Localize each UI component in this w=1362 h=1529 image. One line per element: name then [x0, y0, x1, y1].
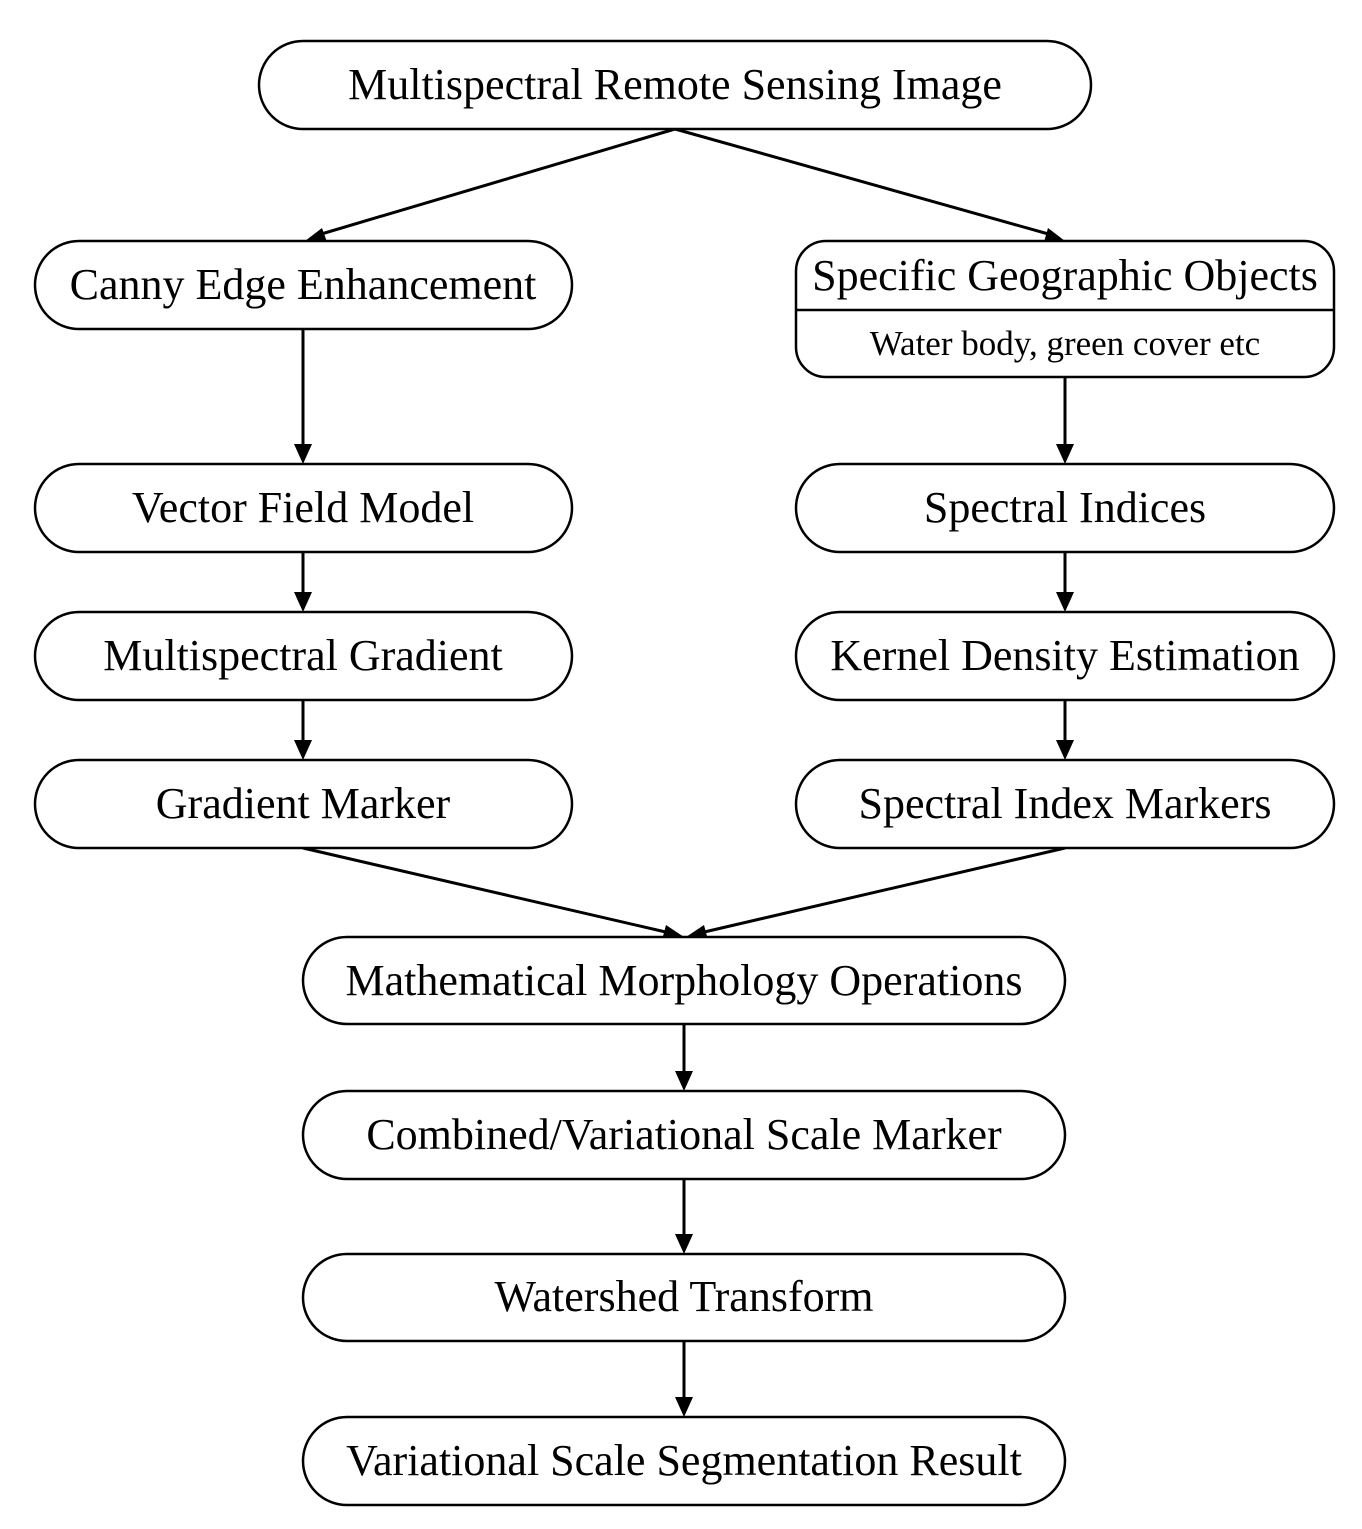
- node-watershed: Watershed Transform: [301, 1252, 1067, 1343]
- node-morphology: Mathematical Morphology Operations: [301, 935, 1067, 1026]
- node-input: Multispectral Remote Sensing Image: [257, 39, 1093, 131]
- node-canny: Canny Edge Enhancement: [33, 239, 574, 331]
- node-kde: Kernel Density Estimation: [794, 610, 1336, 702]
- node-vector-label: Vector Field Model: [132, 483, 474, 532]
- edge-input-canny: [317, 127, 676, 237]
- node-result-label: Variational Scale Segmentation Result: [346, 1436, 1022, 1485]
- node-ms-gradient-label: Multispectral Gradient: [103, 631, 503, 680]
- arrowhead-vector: [294, 444, 312, 464]
- node-canny-label: Canny Edge Enhancement: [70, 260, 537, 309]
- node-combined-label: Combined/Variational Scale Marker: [366, 1110, 1002, 1159]
- arrowhead-index-markers: [1056, 740, 1074, 760]
- edges: [294, 127, 1074, 1417]
- node-gradient-marker-label: Gradient Marker: [156, 779, 451, 828]
- node-kde-label: Kernel Density Estimation: [830, 631, 1299, 680]
- node-morphology-label: Mathematical Morphology Operations: [346, 956, 1023, 1005]
- node-result: Variational Scale Segmentation Result: [301, 1415, 1067, 1507]
- arrowhead-result: [675, 1397, 693, 1417]
- node-gradient-marker: Gradient Marker: [33, 758, 574, 850]
- node-spectral-indices-label: Spectral Indices: [924, 483, 1206, 532]
- node-input-label: Multispectral Remote Sensing Image: [348, 60, 1002, 109]
- node-index-markers: Spectral Index Markers: [794, 758, 1336, 850]
- arrowhead-ms-gradient: [294, 592, 312, 612]
- arrowhead-watershed: [675, 1234, 693, 1254]
- node-geo: Specific Geographic Objects Water body, …: [794, 239, 1336, 379]
- node-index-markers-label: Spectral Index Markers: [859, 779, 1272, 828]
- node-combined: Combined/Variational Scale Marker: [301, 1089, 1067, 1181]
- edge-index-morphology: [699, 846, 1066, 935]
- node-geo-subtitle: Water body, green cover etc: [870, 324, 1260, 363]
- arrowhead-indices: [1056, 444, 1074, 464]
- arrowhead-combined: [675, 1071, 693, 1091]
- node-watershed-label: Watershed Transform: [495, 1272, 874, 1321]
- node-spectral-indices: Spectral Indices: [794, 462, 1336, 554]
- arrowhead-geo: [1044, 228, 1065, 242]
- node-geo-title: Specific Geographic Objects: [812, 251, 1318, 300]
- edge-input-geo: [674, 127, 1053, 237]
- node-vector: Vector Field Model: [33, 462, 574, 554]
- arrowhead-gradient-marker: [294, 740, 312, 760]
- node-ms-gradient: Multispectral Gradient: [33, 610, 574, 702]
- arrowhead-kde: [1056, 592, 1074, 612]
- arrowhead-canny: [305, 228, 327, 242]
- edge-gradient-morphology: [302, 846, 671, 935]
